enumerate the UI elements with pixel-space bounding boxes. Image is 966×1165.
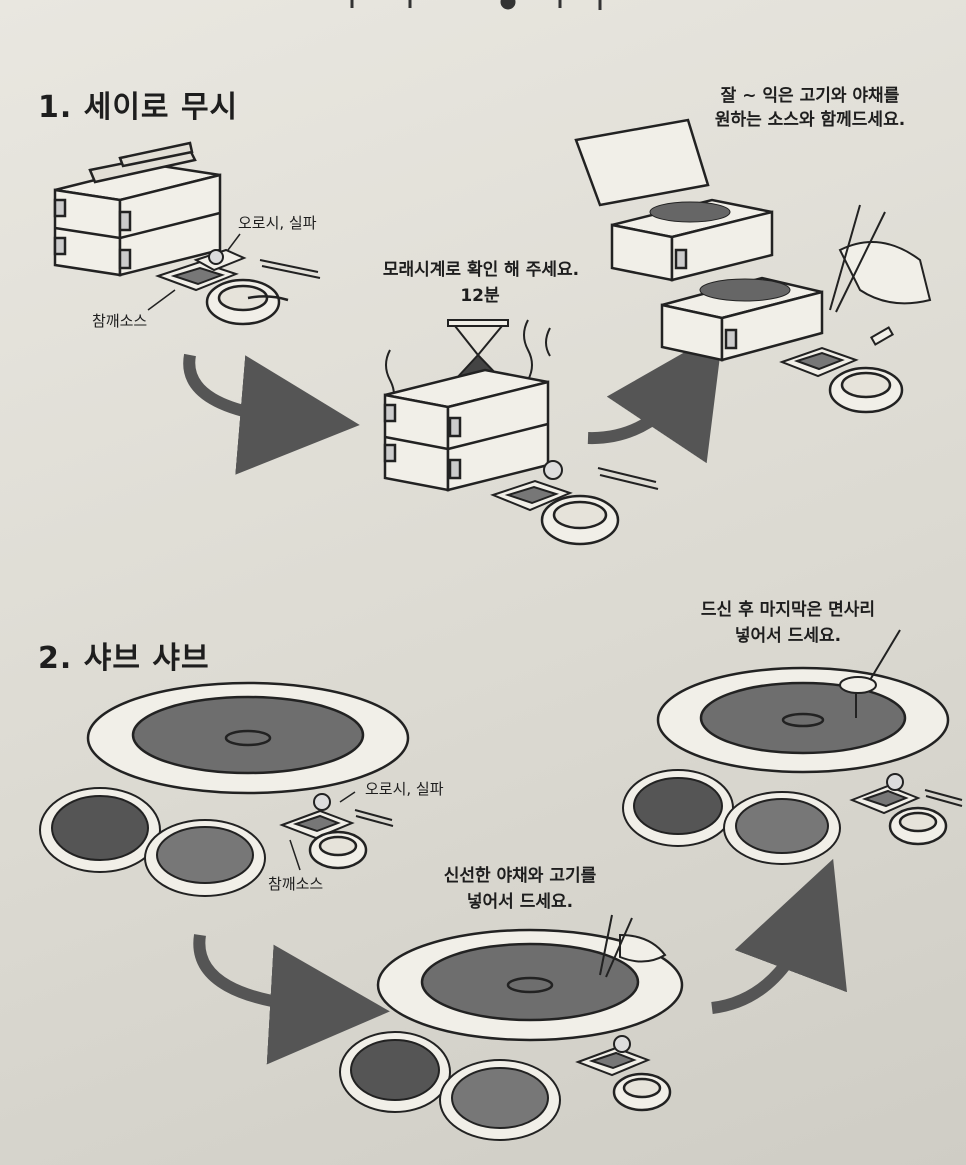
caption-add-line2: 넣어서 드세요. bbox=[466, 892, 574, 912]
hotpot-icon bbox=[656, 666, 950, 774]
label-sesame-sauce-1: 참깨소스 bbox=[92, 312, 148, 330]
arrow-icon bbox=[183, 353, 360, 475]
sauce-dish-icon bbox=[279, 793, 355, 840]
chopsticks-icon bbox=[597, 467, 659, 490]
caption-add-line1: 신선한 야채와 고기를 bbox=[443, 866, 597, 886]
sauce-dish-icon bbox=[849, 773, 921, 815]
hand-icon bbox=[599, 914, 667, 978]
hand-icon bbox=[829, 204, 932, 313]
hotpot-icon bbox=[86, 681, 410, 795]
sauce-dish-icon bbox=[575, 1035, 651, 1077]
sauce-dish-icon bbox=[490, 460, 573, 512]
top-title-remnant bbox=[350, 0, 602, 10]
steamer-box-icon bbox=[610, 198, 824, 362]
bowl-icon bbox=[888, 806, 948, 846]
bowl-icon bbox=[540, 494, 620, 546]
caption-noodle-line2: 넣어서 드세요. bbox=[734, 626, 842, 646]
label-sesame-sauce-2: 참깨소스 bbox=[268, 875, 324, 893]
sauce-dish-icon bbox=[779, 326, 895, 378]
vegetable-plate-icon bbox=[39, 787, 266, 897]
bowl-icon bbox=[308, 830, 368, 870]
label-oroshi-1: 오로시, 실파 bbox=[238, 214, 317, 232]
caption-eat-line2: 원하는 소스와 함께드세요. bbox=[714, 110, 906, 130]
hotpot-icon bbox=[376, 928, 684, 1042]
vegetable-plate-icon bbox=[339, 1031, 561, 1141]
chopsticks-icon bbox=[354, 809, 394, 827]
chopsticks-icon bbox=[259, 259, 321, 279]
steamer-box-icon bbox=[383, 368, 550, 492]
bowl-icon bbox=[205, 278, 289, 326]
caption-noodle-line1: 드신 후 마지막은 면사리 bbox=[700, 600, 876, 620]
section1-heading: 1. 세이로 무시 bbox=[38, 90, 239, 125]
arrow-icon bbox=[711, 858, 847, 1014]
bowl-icon bbox=[828, 366, 904, 414]
noodle-bowl-icon bbox=[839, 629, 901, 718]
caption-timer: 모래시계로 확인 해 주세요. bbox=[382, 260, 580, 280]
bowl-icon bbox=[612, 1072, 672, 1112]
arrow-icon bbox=[587, 330, 724, 464]
caption-eat-line1: 잘 ~ 익은 고기와 야채를 bbox=[720, 86, 900, 106]
steamer-box-icon bbox=[53, 141, 222, 277]
timer-minutes: 12분 bbox=[460, 286, 500, 306]
steamer-lid bbox=[574, 118, 710, 207]
sauce-dish-icon bbox=[154, 248, 247, 292]
chopsticks-icon bbox=[924, 789, 963, 807]
vegetable-plate-icon bbox=[622, 769, 841, 865]
label-oroshi-2: 오로시, 실파 bbox=[365, 780, 444, 798]
food-in-steamer bbox=[649, 201, 791, 302]
arrow-icon bbox=[193, 934, 390, 1065]
section2-heading: 2. 샤브 샤브 bbox=[38, 641, 210, 676]
